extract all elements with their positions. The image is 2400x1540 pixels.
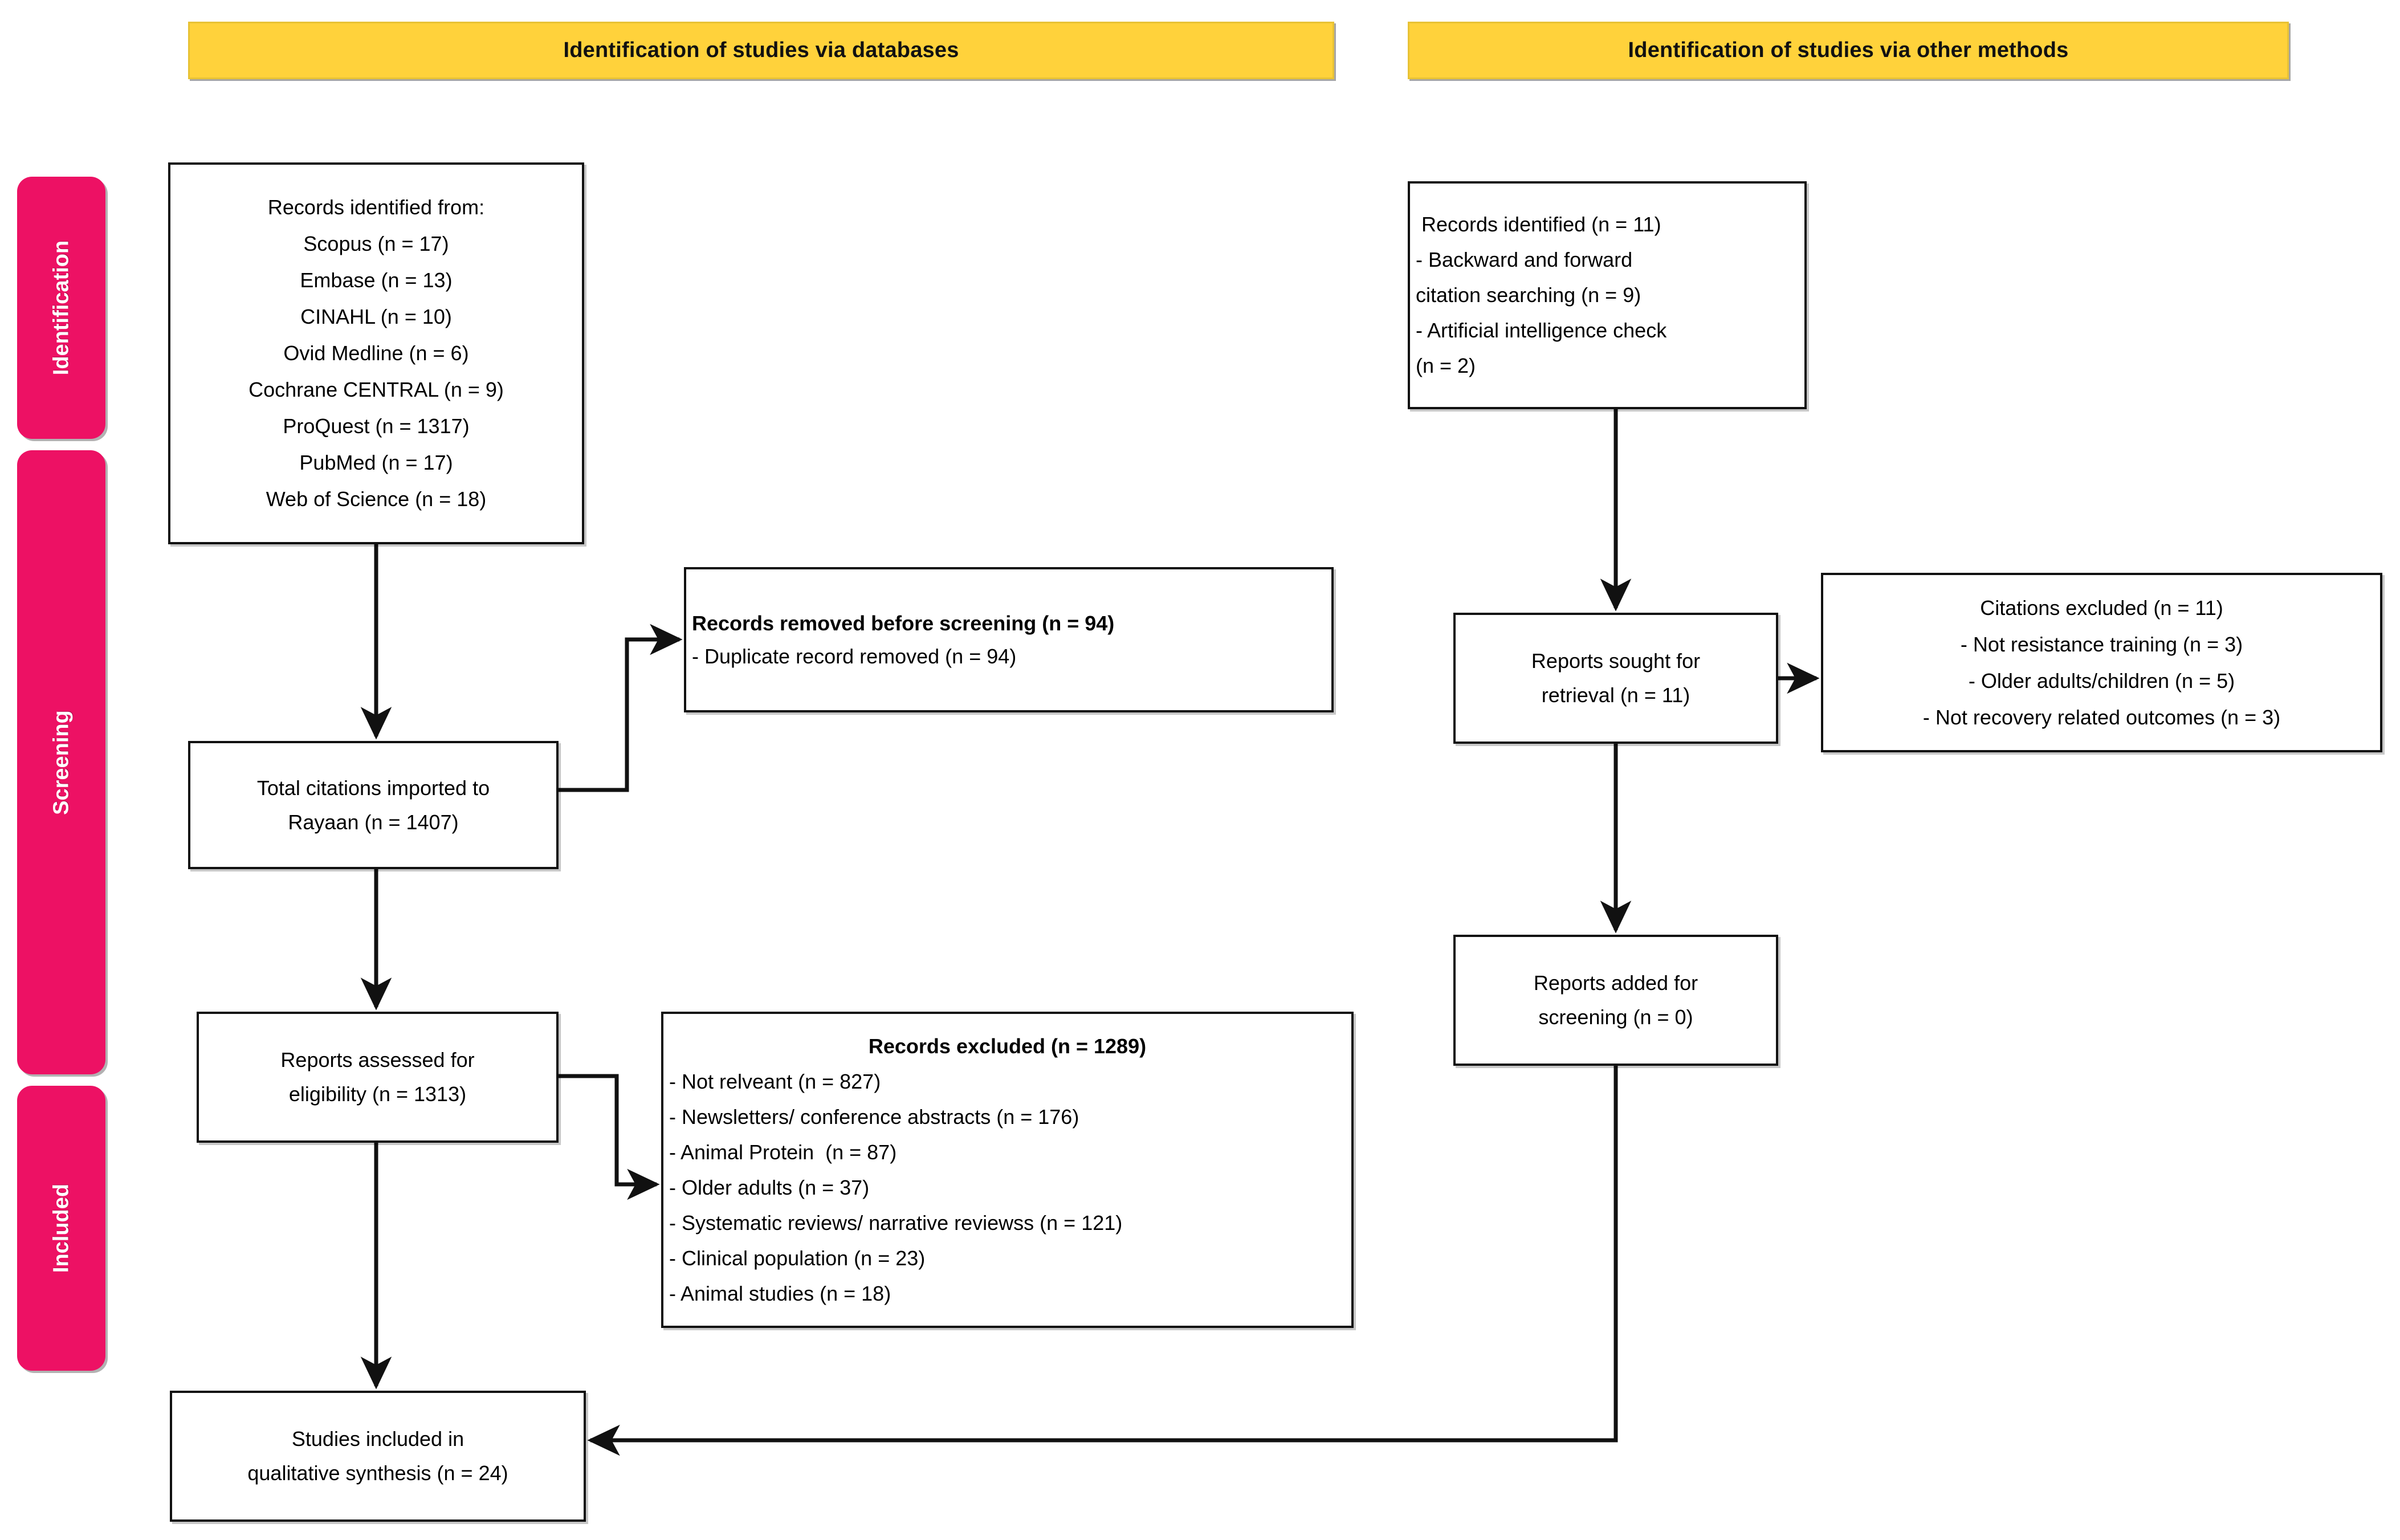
box-studies-included-qualitative-synthesis: Studies included in qualitative synthesis… bbox=[170, 1391, 586, 1522]
box-records-excluded-line-5: - Systematic reviews/ narrative reviewss… bbox=[669, 1211, 1123, 1235]
box-studies-included-qualitative-synthesis-line-0: Studies included in bbox=[291, 1427, 464, 1451]
banner-other-methods: Identification of studies via other meth… bbox=[1408, 22, 2289, 79]
box-records-removed-before-screening-line-0: Records removed before screening (n = 94… bbox=[692, 611, 1115, 635]
box-records-identified-other-methods-line-1: - Backward and forward bbox=[1416, 248, 1633, 271]
box-records-excluded: Records excluded (n = 1289) - Not relvean… bbox=[661, 1012, 1354, 1328]
connector-total-to-removed bbox=[559, 624, 683, 792]
box-records-identified-databases-line-7: PubMed (n = 17) bbox=[299, 451, 453, 474]
box-reports-assessed-eligibility-line-1: eligibility (n = 1313) bbox=[288, 1082, 467, 1106]
box-records-identified-databases-line-6: ProQuest (n = 1317) bbox=[283, 414, 470, 438]
box-reports-sought-retrieval: Reports sought for retrieval (n = 11) bbox=[1453, 613, 1778, 744]
rail-identification-label: Identification bbox=[49, 240, 73, 376]
box-citations-excluded: Citations excluded (n = 11) - Not resista… bbox=[1821, 573, 2382, 752]
box-records-identified-other-methods-line-2: citation searching (n = 9) bbox=[1416, 283, 1641, 307]
box-citations-excluded-line-1: - Not resistance training (n = 3) bbox=[1960, 632, 2243, 656]
banner-databases-label: Identification of studies via databases bbox=[563, 38, 959, 62]
box-records-identified-databases-line-8: Web of Science (n = 18) bbox=[266, 487, 487, 511]
box-records-identified-other-methods-line-3: - Artificial intelligence check bbox=[1416, 319, 1667, 342]
box-records-excluded-line-2: - Newsletters/ conference abstracts (n =… bbox=[669, 1105, 1079, 1128]
box-reports-added-screening-line-1: screening (n = 0) bbox=[1538, 1005, 1693, 1029]
box-records-removed-before-screening-line-1: - Duplicate record removed (n = 94) bbox=[692, 644, 1017, 668]
banner-other-methods-label: Identification of studies via other meth… bbox=[1628, 38, 2069, 62]
rail-screening: Screening bbox=[17, 450, 105, 1074]
box-records-identified-other-methods-line-4: (n = 2) bbox=[1416, 354, 1476, 377]
box-records-excluded-line-0: Records excluded (n = 1289) bbox=[868, 1034, 1147, 1058]
box-records-identified-databases-line-5: Cochrane CENTRAL (n = 9) bbox=[248, 378, 504, 401]
box-reports-sought-retrieval-line-1: retrieval (n = 11) bbox=[1541, 683, 1690, 707]
box-records-identified-databases-line-3: CINAHL (n = 10) bbox=[300, 305, 452, 328]
box-reports-assessed-eligibility: Reports assessed for eligibility (n = 131… bbox=[197, 1012, 559, 1143]
box-records-identified-databases-line-0: Records identified from: bbox=[267, 195, 485, 219]
box-citations-excluded-content: Citations excluded (n = 11) - Not resista… bbox=[1823, 590, 2380, 736]
box-reports-added-screening-line-0: Reports added for bbox=[1533, 971, 1698, 995]
box-studies-included-qualitative-synthesis-line-1: qualitative synthesis (n = 24) bbox=[247, 1461, 508, 1485]
box-records-removed-before-screening: Records removed before screening (n = 94… bbox=[684, 567, 1334, 712]
rail-included: Included bbox=[17, 1086, 105, 1371]
box-records-identified-other-methods-line-0: Records identified (n = 11) bbox=[1416, 213, 1661, 236]
box-reports-assessed-eligibility-line-0: Reports assessed for bbox=[280, 1048, 475, 1072]
box-reports-sought-retrieval-line-0: Reports sought for bbox=[1531, 649, 1701, 673]
box-records-excluded-line-6: - Clinical population (n = 23) bbox=[669, 1246, 926, 1270]
box-citations-excluded-line-2: - Older adults/children (n = 5) bbox=[1968, 669, 2235, 692]
box-total-citations-imported-content: Total citations imported to Rayaan (n = 1… bbox=[190, 771, 556, 840]
rail-screening-label: Screening bbox=[49, 710, 73, 815]
box-records-identified-databases-content: Records identified from: Scopus (n = 17) E… bbox=[170, 189, 582, 518]
box-total-citations-imported-line-0: Total citations imported to bbox=[256, 776, 490, 800]
rail-included-label: Included bbox=[49, 1183, 73, 1273]
connector-assessed-to-excluded bbox=[559, 1074, 660, 1200]
box-reports-sought-retrieval-content: Reports sought for retrieval (n = 11) bbox=[1456, 644, 1776, 712]
box-reports-added-screening: Reports added for screening (n = 0) bbox=[1453, 935, 1778, 1066]
rail-identification: Identification bbox=[17, 177, 105, 439]
box-records-excluded-line-4: - Older adults (n = 37) bbox=[669, 1175, 870, 1199]
box-records-identified-other-methods: Records identified (n = 11) - Backward an… bbox=[1408, 181, 1807, 409]
box-records-identified-databases-line-4: Ovid Medline (n = 6) bbox=[283, 341, 469, 365]
box-records-identified-databases-line-2: Embase (n = 13) bbox=[300, 268, 453, 292]
box-records-identified-databases: Records identified from: Scopus (n = 17) E… bbox=[168, 162, 584, 544]
box-records-identified-other-methods-content: Records identified (n = 11) - Backward an… bbox=[1410, 207, 1804, 384]
banner-databases: Identification of studies via databases bbox=[188, 22, 1334, 79]
box-records-excluded-content: Records excluded (n = 1289) - Not relvean… bbox=[663, 1029, 1351, 1311]
box-reports-added-screening-content: Reports added for screening (n = 0) bbox=[1456, 966, 1776, 1034]
box-records-removed-before-screening-content: Records removed before screening (n = 94… bbox=[686, 607, 1331, 673]
box-citations-excluded-line-0: Citations excluded (n = 11) bbox=[1980, 596, 2223, 620]
box-total-citations-imported-line-1: Rayaan (n = 1407) bbox=[288, 810, 459, 834]
box-citations-excluded-line-3: - Not recovery related outcomes (n = 3) bbox=[1922, 705, 2281, 729]
box-records-excluded-line-3: - Animal Protein (n = 87) bbox=[669, 1140, 897, 1164]
box-reports-assessed-eligibility-content: Reports assessed for eligibility (n = 131… bbox=[199, 1043, 556, 1111]
box-records-excluded-line-7: - Animal studies (n = 18) bbox=[669, 1281, 891, 1305]
box-records-excluded-line-1: - Not relveant (n = 827) bbox=[669, 1069, 881, 1093]
box-records-identified-databases-line-1: Scopus (n = 17) bbox=[303, 232, 449, 255]
box-total-citations-imported: Total citations imported to Rayaan (n = 1… bbox=[188, 741, 559, 869]
box-studies-included-qualitative-synthesis-content: Studies included in qualitative synthesis… bbox=[172, 1422, 584, 1490]
